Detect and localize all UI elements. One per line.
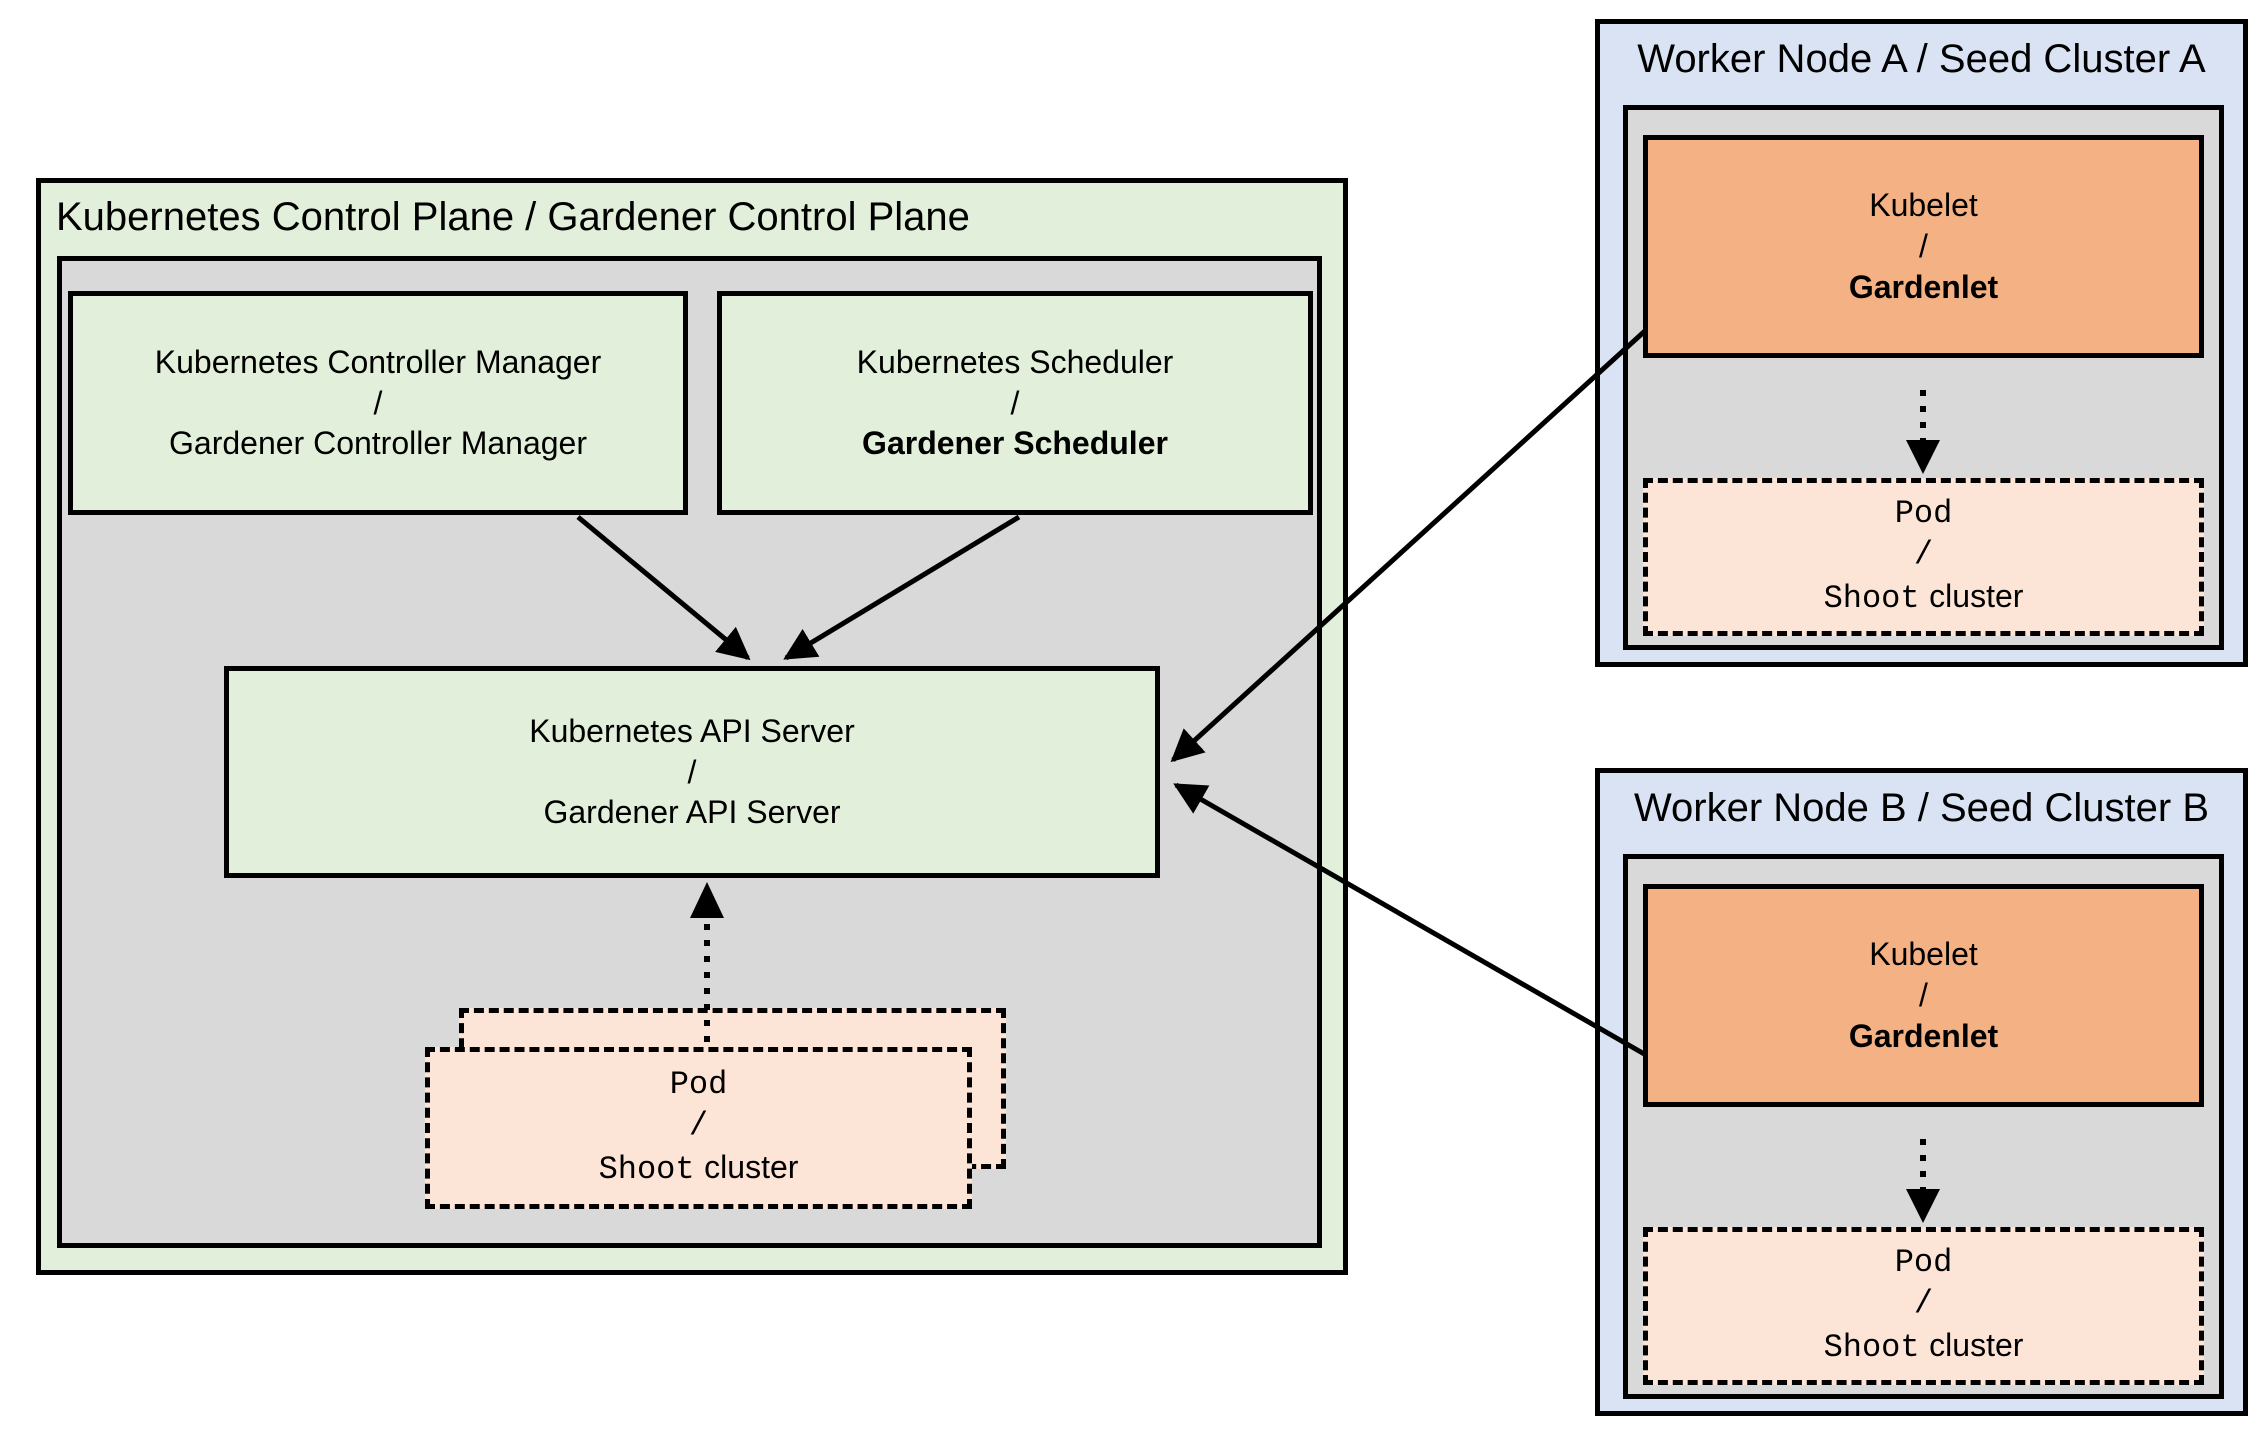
api-server-line3: Gardener API Server bbox=[543, 794, 841, 831]
pod-b-line3-text: cluster bbox=[1929, 1326, 2024, 1363]
pod-line3-text: cluster bbox=[704, 1148, 799, 1185]
pod-b-line3-code: Shoot bbox=[1823, 1328, 1920, 1366]
controller-manager-box: Kubernetes Controller Manager / Gardener… bbox=[68, 291, 688, 515]
kubelet-a-line3: Gardenlet bbox=[1848, 268, 1999, 305]
api-server-line1: Kubernetes API Server bbox=[529, 712, 855, 749]
kubelet-b-line3: Gardenlet bbox=[1848, 1017, 1999, 1054]
scheduler-box: Kubernetes Scheduler / Gardener Schedule… bbox=[717, 291, 1313, 515]
pod-b-line1: Pod bbox=[1894, 1244, 1953, 1282]
api-server-box: Kubernetes API Server / Gardener API Ser… bbox=[224, 666, 1160, 878]
kubelet-a-line2: / bbox=[1919, 228, 1928, 265]
api-server-line2: / bbox=[687, 753, 697, 790]
scheduler-line2: / bbox=[1010, 384, 1020, 421]
pod-a-line1: Pod bbox=[1894, 495, 1953, 533]
pod-line3-code: Shoot bbox=[598, 1150, 695, 1188]
pod-line1: Pod bbox=[669, 1066, 728, 1104]
kubelet-a-box: Kubelet / Gardenlet bbox=[1643, 135, 2204, 358]
controller-manager-line2: / bbox=[373, 384, 383, 421]
kubelet-a-line1: Kubelet bbox=[1869, 187, 1978, 224]
pod-a-line2: / bbox=[1913, 536, 1934, 574]
pod-line2: / bbox=[688, 1107, 709, 1145]
control-plane-title: Kubernetes Control Plane / Gardener Cont… bbox=[56, 195, 970, 239]
controller-manager-line1: Kubernetes Controller Manager bbox=[154, 343, 602, 380]
worker-node-a-title: Worker Node A / Seed Cluster A bbox=[1637, 37, 2206, 81]
kubelet-b-line1: Kubelet bbox=[1869, 936, 1978, 973]
pod-a-line3-text: cluster bbox=[1929, 577, 2024, 614]
scheduler-line1: Kubernetes Scheduler bbox=[856, 343, 1174, 380]
pod-b-line2: / bbox=[1913, 1285, 1934, 1323]
kubelet-b-line2: / bbox=[1919, 977, 1928, 1014]
scheduler-line3: Gardener Scheduler bbox=[862, 425, 1168, 462]
worker-node-b-title: Worker Node B / Seed Cluster B bbox=[1633, 786, 2210, 830]
kubelet-b-box: Kubelet / Gardenlet bbox=[1643, 884, 2204, 1107]
controller-manager-line3: Gardener Controller Manager bbox=[169, 425, 587, 462]
pod-a-line3-code: Shoot bbox=[1823, 579, 1920, 617]
